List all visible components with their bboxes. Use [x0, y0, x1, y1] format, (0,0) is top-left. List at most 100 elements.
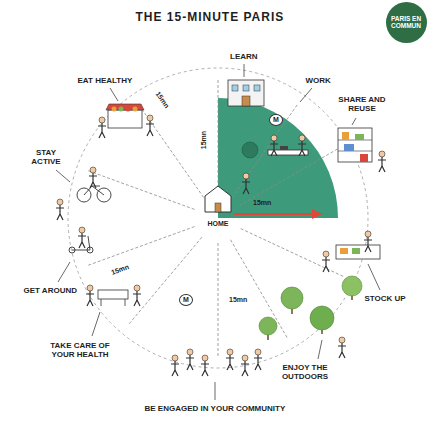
category-label: STOCK UP	[363, 293, 408, 304]
category-label: ENJOY THE OUTDOORS	[274, 362, 336, 382]
bicycle	[84, 186, 104, 195]
doctor-desk	[101, 299, 102, 306]
time-label: 15mn	[152, 88, 173, 112]
resident-figure	[186, 349, 194, 370]
metro-sign: M	[269, 114, 283, 126]
green-sector	[218, 98, 338, 218]
vendor-figure	[98, 117, 106, 138]
spoke	[128, 237, 202, 325]
leader-line	[300, 88, 312, 102]
category-label: LEARN	[228, 51, 260, 62]
shop-counter	[336, 245, 380, 259]
bicycle	[77, 186, 111, 202]
resident-figure	[201, 355, 209, 376]
leader-line	[56, 170, 70, 182]
logo-badge: PARIS EN COMMUN	[386, 2, 427, 43]
category-label: STAY ACTIVE	[25, 147, 67, 167]
shop-counter	[340, 248, 348, 254]
reuse-shelf	[360, 154, 368, 162]
leader-line	[368, 264, 380, 290]
reuse-shelf	[342, 132, 349, 140]
leader-line	[318, 340, 322, 359]
park-trees	[281, 287, 303, 309]
customer-figure	[322, 251, 330, 272]
house	[215, 203, 221, 212]
leader-line	[110, 88, 118, 101]
worker-figure	[298, 135, 306, 156]
time-label: 15mn	[108, 261, 132, 278]
distance-arrow	[234, 209, 322, 219]
shopper-figure	[146, 115, 154, 136]
doctor-desk	[98, 290, 128, 306]
time-label: 15mn	[227, 295, 249, 305]
doctor-desk	[98, 290, 128, 299]
leader-line	[215, 382, 216, 400]
time-label: 15mn	[199, 129, 209, 151]
leader-line	[92, 312, 100, 336]
leader-line	[352, 118, 356, 125]
stroller-figure	[338, 337, 346, 358]
distance-arrow	[312, 209, 322, 219]
park-trees	[310, 306, 334, 330]
reuse-shelf	[344, 144, 354, 151]
spoke	[231, 240, 289, 340]
spoke	[241, 229, 345, 278]
category-label: BE ENGAGED IN YOUR COMMUNITY	[143, 403, 288, 414]
walker-figure	[242, 173, 250, 194]
category-label: TAKE CARE OF YOUR HEALTH	[43, 340, 117, 360]
title: THE 15-MINUTE PARIS	[133, 10, 288, 26]
park-trees	[342, 276, 362, 296]
cyclist-figure	[89, 167, 97, 188]
neighbourhood-circle	[68, 68, 368, 368]
spoke	[86, 78, 345, 358]
house	[205, 186, 231, 212]
doctor-desk	[125, 299, 126, 306]
traveller-figure	[78, 227, 86, 248]
house	[205, 186, 231, 212]
worker-figure	[270, 135, 278, 156]
category-label: SHARE AND REUSE	[335, 94, 389, 114]
leader-line	[244, 64, 245, 77]
shop-counter	[352, 248, 360, 254]
park-trees	[259, 276, 362, 340]
reuse-shelf	[355, 134, 364, 140]
spoke	[218, 78, 219, 193]
reuse-shelf	[338, 128, 372, 162]
doctor-figure	[133, 285, 141, 306]
category-label: GET AROUND	[22, 285, 79, 296]
spoke	[218, 243, 219, 358]
school-building	[243, 85, 249, 91]
time-label: 15mn	[251, 198, 273, 208]
shopkeeper-figure	[364, 231, 372, 252]
resident-figure	[171, 355, 179, 376]
market-stall	[108, 110, 142, 128]
market-stall	[119, 107, 124, 112]
sharer-figure	[378, 151, 386, 172]
school-building	[232, 85, 238, 91]
school-building	[228, 80, 264, 106]
logo-text: PARIS EN COMMUN	[389, 15, 423, 29]
category-label: EAT HEALTHY	[76, 75, 135, 86]
school-building	[254, 85, 260, 91]
spoke	[86, 170, 194, 209]
reuse-shelf	[338, 128, 372, 162]
home-label: HOME	[206, 219, 231, 229]
patient-figure	[86, 285, 94, 306]
tree	[242, 142, 258, 158]
market-stall	[106, 104, 144, 128]
shop-counter	[336, 245, 380, 259]
resident-figure	[241, 355, 249, 376]
leader-line	[58, 262, 70, 282]
resident-figure	[254, 349, 262, 370]
runner-figure	[56, 199, 64, 220]
spoke	[138, 103, 204, 197]
market-stall	[112, 107, 117, 112]
school-building	[242, 96, 250, 106]
market-stall	[133, 107, 138, 112]
spoke	[86, 227, 194, 266]
metro-sign: M	[179, 294, 193, 306]
work-table	[280, 146, 288, 150]
park-trees	[259, 317, 277, 335]
